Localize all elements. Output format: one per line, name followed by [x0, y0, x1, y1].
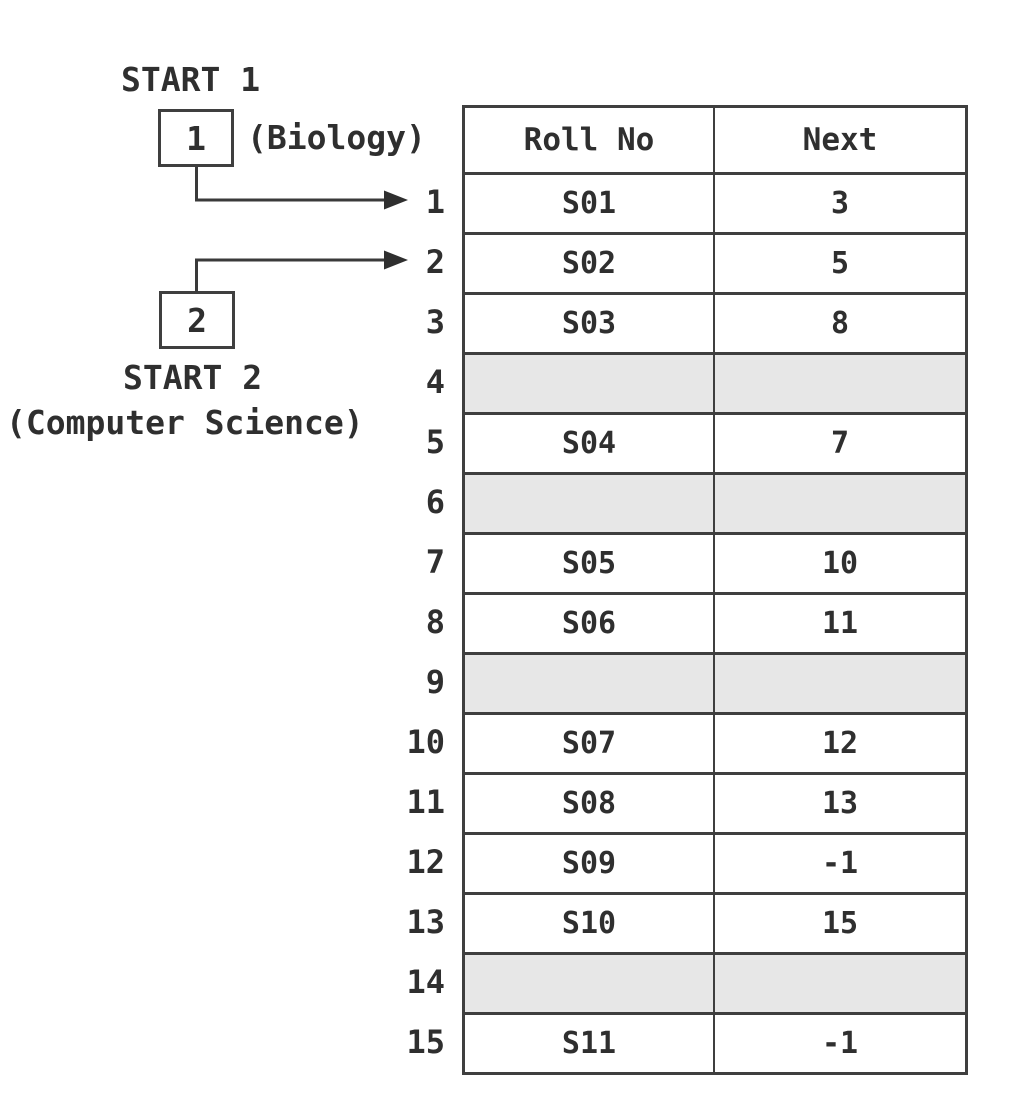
roll-no-cell: S08 — [465, 775, 715, 832]
start2-label: START 2 — [123, 358, 263, 397]
roll-no-cell: S07 — [465, 715, 715, 772]
next-cell: 15 — [821, 906, 859, 941]
roll-no-cell — [465, 475, 715, 532]
table-row — [465, 952, 965, 1012]
table-body: S01 3 S02 5 S03 8 S04 7 S05 10 — [465, 172, 965, 1072]
roll-no-cell: S01 — [465, 175, 715, 232]
next-cell: 3 — [830, 186, 850, 221]
start2-pointer-value: 2 — [187, 300, 207, 340]
row-index: 10 — [406, 723, 445, 761]
row-index: 1 — [425, 183, 445, 221]
next-cell: 7 — [830, 426, 850, 461]
row-index: 14 — [406, 963, 445, 1001]
row-index: 4 — [425, 363, 445, 401]
start1-pointer-box: 1 — [158, 109, 234, 167]
table-row: S01 3 — [465, 172, 965, 232]
row-index: 13 — [406, 903, 445, 941]
start1-pointer-value: 1 — [186, 118, 206, 158]
roll-no-cell: S04 — [465, 415, 715, 472]
next-cell — [715, 955, 965, 1012]
row-index: 5 — [425, 423, 445, 461]
table-row: S09 -1 — [465, 832, 965, 892]
table-row: S02 5 — [465, 232, 965, 292]
table-row: S06 11 — [465, 592, 965, 652]
next-cell: 5 — [830, 246, 850, 281]
linked-list-table: Roll No Next S01 3 S02 5 S03 8 S04 7 — [462, 105, 968, 1075]
next-cell: 13 — [821, 786, 859, 821]
next-cell: 10 — [821, 546, 859, 581]
next-cell: 12 — [821, 726, 859, 761]
start2-annotation: (Computer Science) — [6, 403, 364, 442]
table-row — [465, 652, 965, 712]
next-cell: 11 — [821, 606, 859, 641]
table-row: S05 10 — [465, 532, 965, 592]
table-row — [465, 472, 965, 532]
next-cell — [715, 475, 965, 532]
roll-no-cell: S09 — [465, 835, 715, 892]
roll-no-cell — [465, 955, 715, 1012]
roll-no-cell: S05 — [465, 535, 715, 592]
row-index: 12 — [406, 843, 445, 881]
roll-no-cell: S02 — [465, 235, 715, 292]
table-row: S03 8 — [465, 292, 965, 352]
next-cell — [715, 655, 965, 712]
start1-label: START 1 — [121, 60, 261, 99]
start1-annotation: (Biology) — [247, 118, 426, 157]
next-cell: -1 — [821, 1026, 859, 1061]
start2-pointer-box: 2 — [159, 291, 235, 349]
roll-no-cell: S03 — [465, 295, 715, 352]
table-row: S11 -1 — [465, 1012, 965, 1072]
next-cell: 8 — [830, 306, 850, 341]
table-row: S07 12 — [465, 712, 965, 772]
roll-no-cell — [465, 655, 715, 712]
next-cell — [715, 355, 965, 412]
row-index: 9 — [425, 663, 445, 701]
row-index: 11 — [406, 783, 445, 821]
row-index: 7 — [425, 543, 445, 581]
table-header-row: Roll No Next — [465, 108, 965, 172]
table-row: S08 13 — [465, 772, 965, 832]
roll-no-cell: S06 — [465, 595, 715, 652]
roll-no-cell: S11 — [465, 1015, 715, 1072]
table-row: S10 15 — [465, 892, 965, 952]
column-header-next: Next — [802, 122, 878, 158]
next-cell: -1 — [821, 846, 859, 881]
roll-no-cell — [465, 355, 715, 412]
row-index: 15 — [406, 1023, 445, 1061]
row-index: 3 — [425, 303, 445, 341]
row-index: 6 — [425, 483, 445, 521]
column-header-roll-no: Roll No — [465, 108, 715, 172]
row-index: 2 — [425, 243, 445, 281]
table-row: S04 7 — [465, 412, 965, 472]
table-row — [465, 352, 965, 412]
roll-no-cell: S10 — [465, 895, 715, 952]
row-index: 8 — [425, 603, 445, 641]
